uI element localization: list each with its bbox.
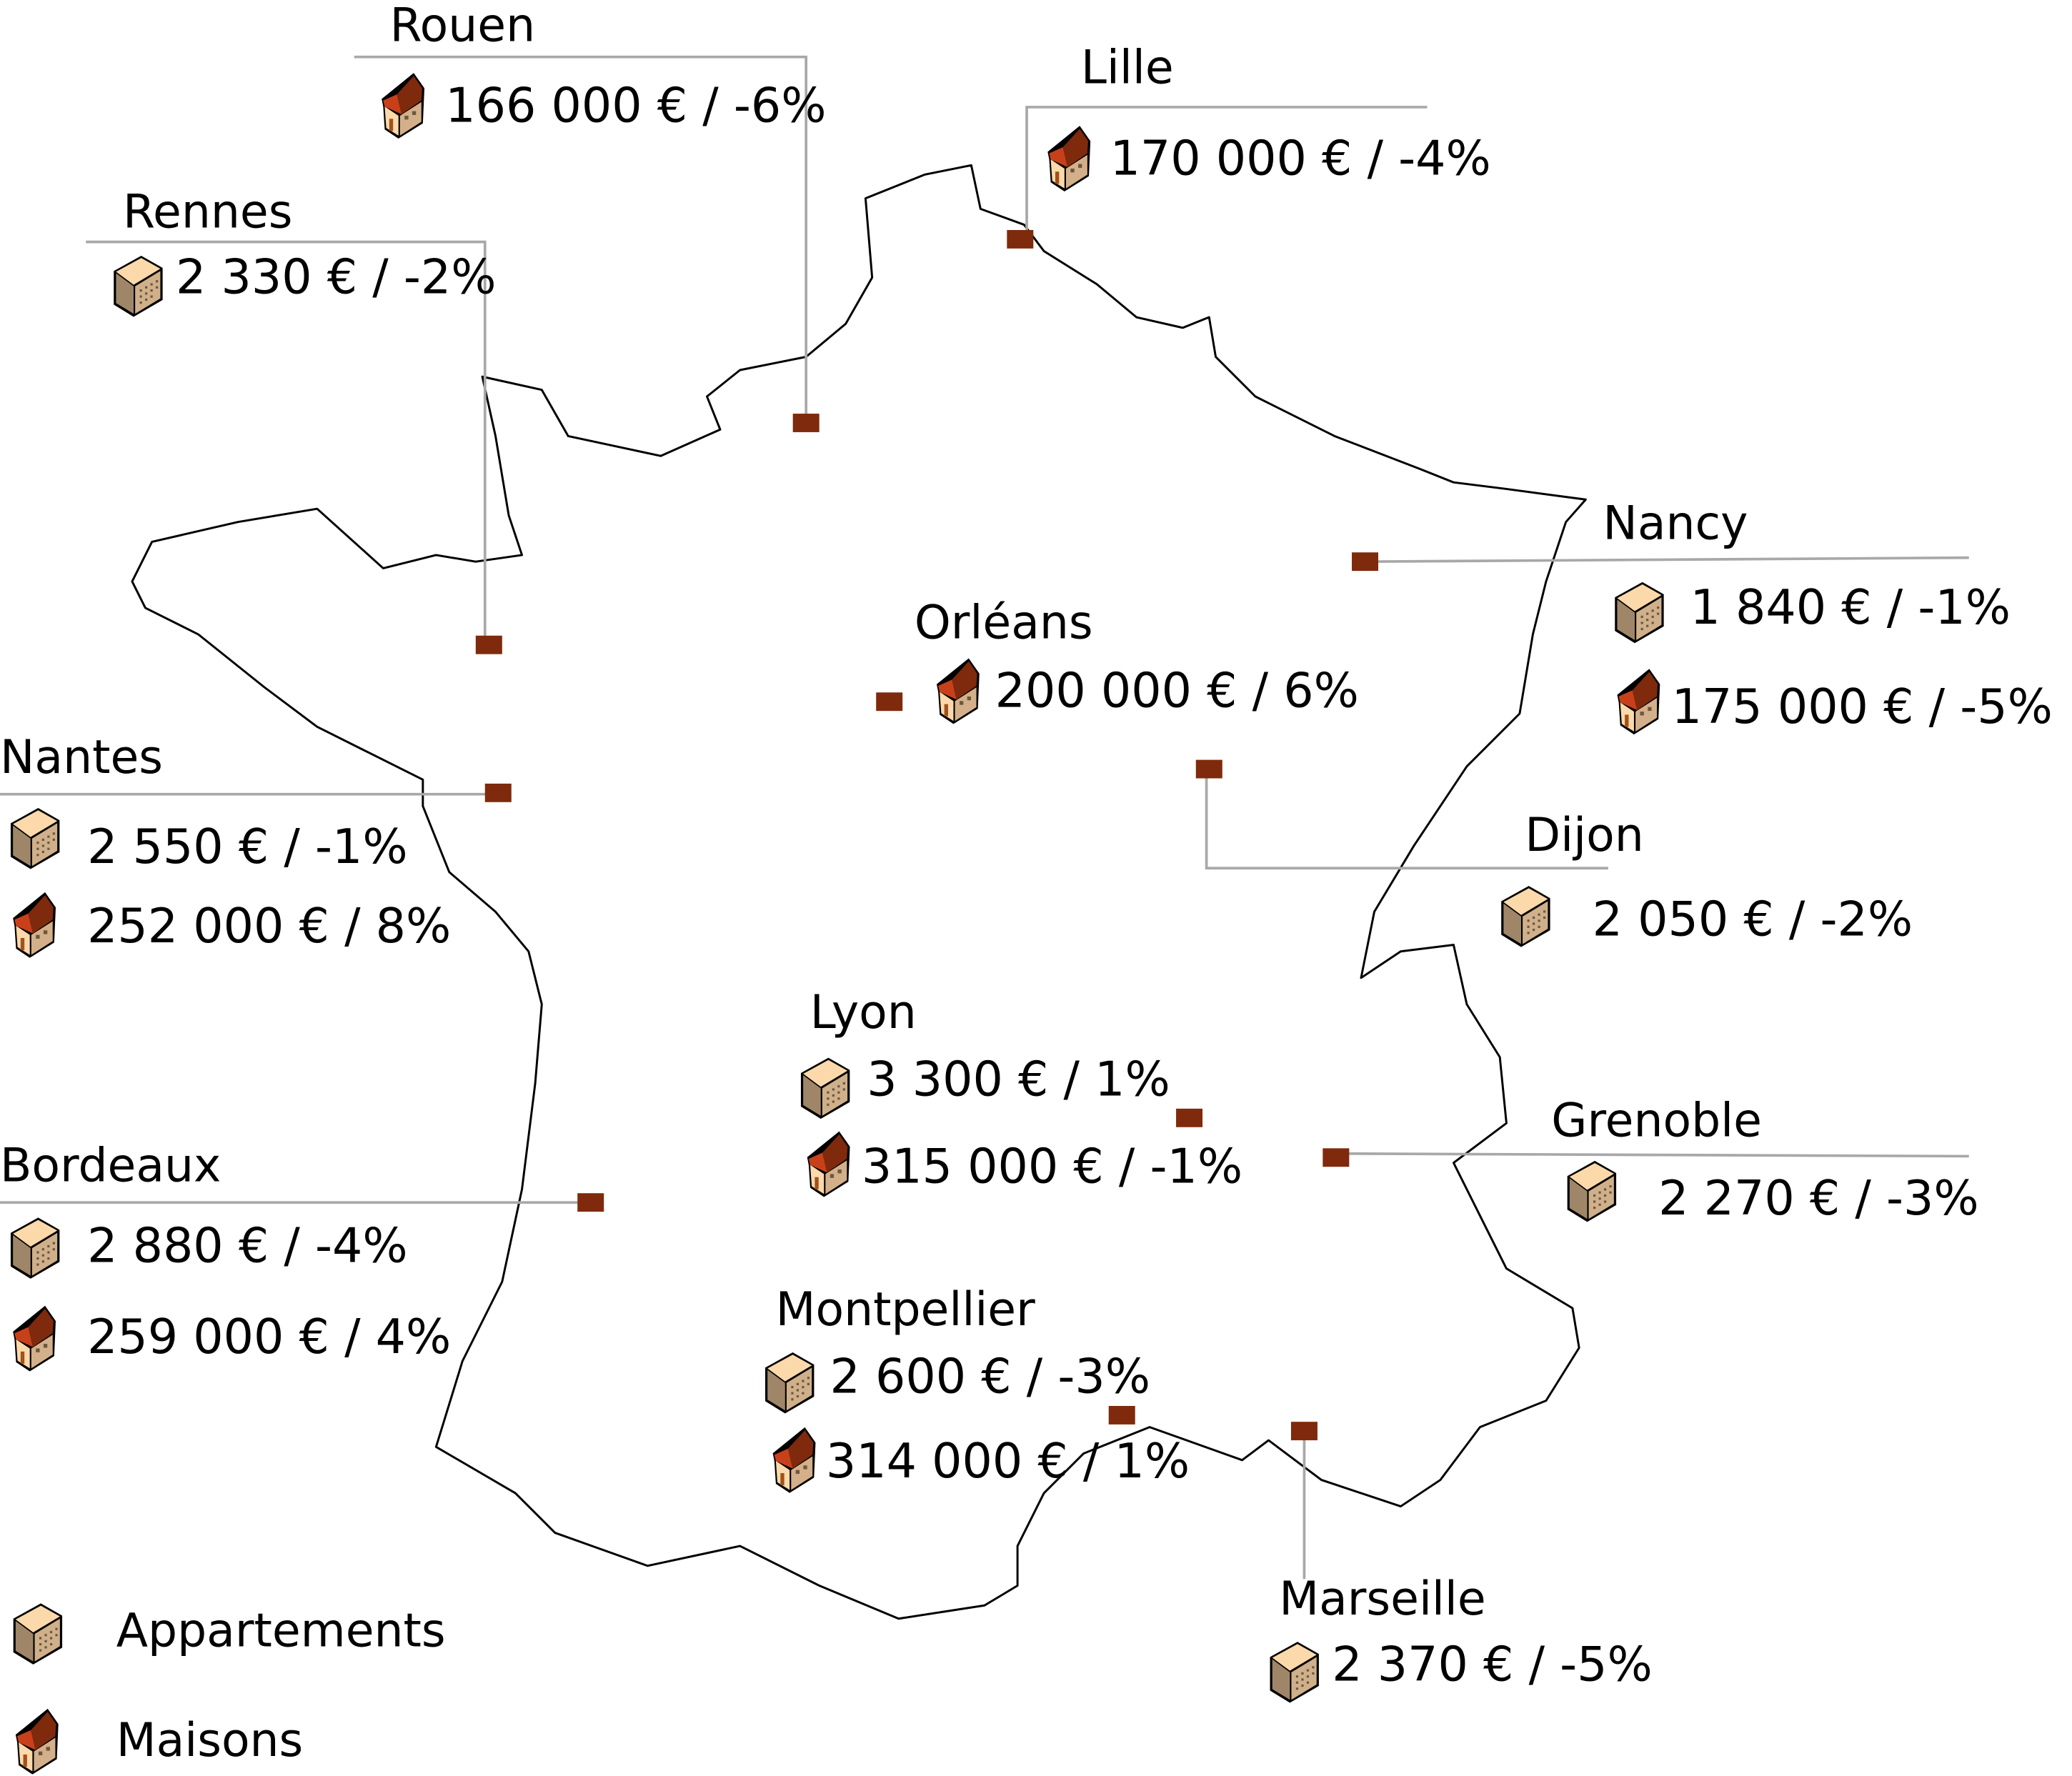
apartment-icon: [13, 1603, 63, 1665]
city-rouen: Rouen 166 000 € / -6%: [382, 0, 827, 139]
house-icon: [1617, 669, 1660, 735]
apartment-icon: [114, 255, 163, 317]
apartment-price: 2 370 € / -5%: [1332, 1637, 1653, 1692]
marker-bordeaux: [577, 1193, 604, 1212]
apartment-price: 2 600 € / -3%: [830, 1349, 1150, 1405]
legend-apartment-label: Appartements: [116, 1605, 446, 1658]
apartment-icon: [1615, 582, 1664, 644]
city-name: Nantes: [0, 731, 163, 784]
house-price: 259 000 € / 4%: [87, 1309, 451, 1365]
house-price: 252 000 € / 8%: [87, 898, 451, 954]
city-name: Dijon: [1525, 809, 1643, 862]
house-price: 315 000 € / -1%: [862, 1138, 1242, 1194]
marker-nantes: [484, 783, 512, 802]
house-icon: [382, 73, 425, 139]
house-price: 170 000 € / -4%: [1110, 130, 1491, 186]
apartment-price: 3 300 € / 1%: [867, 1051, 1170, 1107]
city-marseille: Marseille 2 370 € / -5%: [1270, 1572, 1653, 1703]
apartment-icon: [1270, 1642, 1319, 1703]
city-name: Rennes: [123, 185, 292, 239]
house-icon: [13, 1305, 56, 1372]
house-icon: [15, 1708, 59, 1775]
marker-rouen: [792, 414, 820, 432]
house-price: 314 000 € / 1%: [826, 1433, 1190, 1489]
leader-lines: [0, 55, 1969, 1580]
marker-grenoble: [1323, 1148, 1350, 1167]
apartment-price: 2 050 € / -2%: [1593, 892, 1913, 947]
city-orleans: Orléans 200 000 € / 6%: [915, 596, 1359, 724]
house-icon: [13, 892, 56, 958]
city-name: Lyon: [810, 986, 917, 1039]
marker-lille: [1007, 229, 1034, 249]
marker-orleans: [876, 692, 903, 712]
city-name: Lille: [1081, 41, 1174, 95]
apartment-price: 2 330 € / -2%: [176, 249, 497, 305]
city-dijon: Dijon 2 050 € / -2%: [1501, 809, 1913, 947]
city-name: Orléans: [915, 596, 1093, 649]
marker-lyon: [1176, 1108, 1203, 1127]
apartment-price: 2 550 € / -1%: [87, 819, 408, 874]
apartment-price: 2 270 € / -3%: [1658, 1170, 1979, 1226]
city-lyon: Lyon 3 300 € / 1% 315 000 € / -1%: [800, 986, 1242, 1197]
city-nantes: Nantes 2 550 € / -1% 252 000 € / 8%: [0, 731, 451, 958]
apartment-icon: [10, 808, 60, 869]
city-rennes: Rennes 2 330 € / -2%: [114, 185, 497, 317]
city-name: Bordeaux: [0, 1139, 221, 1193]
city-bordeaux: Bordeaux 2 880 € / -4% 259 000 € / 4%: [0, 1139, 451, 1372]
house-price: 175 000 € / -5%: [1672, 679, 2053, 734]
marker-marseille: [1290, 1422, 1318, 1441]
marker-montpellier: [1108, 1406, 1135, 1425]
city-markers: [475, 229, 1379, 1441]
city-name: Nancy: [1603, 497, 1748, 551]
city-name: Marseille: [1279, 1572, 1485, 1626]
city-montpellier: Montpellier 2 600 € / -3% 314 000 € / 1%: [765, 1283, 1190, 1493]
legend: Appartements Maisons: [13, 1603, 446, 1775]
house-icon: [1047, 126, 1091, 192]
city-name: Grenoble: [1551, 1094, 1762, 1148]
apartment-icon: [1501, 886, 1550, 947]
city-name: Montpellier: [776, 1283, 1035, 1337]
city-nancy: Nancy 1 840 € / -1% 175 000 € / -5%: [1603, 497, 2053, 735]
city-name: Rouen: [390, 0, 536, 52]
city-lille: Lille 170 000 € / -4%: [1047, 41, 1491, 192]
house-price: 166 000 € / -6%: [445, 77, 826, 133]
marker-nancy: [1352, 552, 1379, 572]
apartment-price: 2 880 € / -4%: [87, 1217, 408, 1273]
marker-rennes: [475, 635, 502, 654]
marker-dijon: [1195, 759, 1222, 779]
legend-house-label: Maisons: [116, 1714, 304, 1767]
city-grenoble: Grenoble 2 270 € / -3%: [1551, 1094, 1978, 1226]
france-outline: [131, 164, 1587, 1620]
house-price: 200 000 € / 6%: [995, 663, 1359, 719]
apartment-icon: [10, 1217, 60, 1279]
apartment-price: 1 840 € / -1%: [1690, 579, 2011, 635]
apartment-icon: [1567, 1160, 1617, 1222]
